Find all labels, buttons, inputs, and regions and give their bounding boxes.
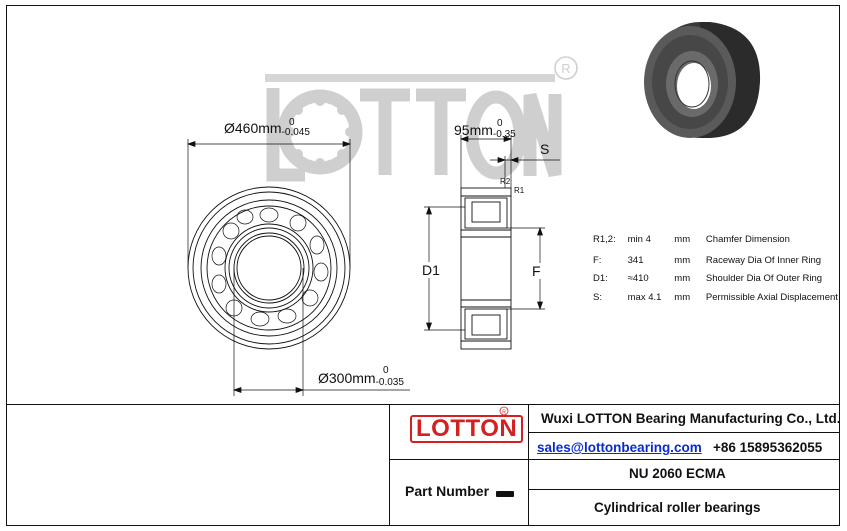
spec-unit: mm — [674, 292, 691, 303]
sheet-border — [6, 5, 840, 526]
width-upper-tol: 0 — [497, 118, 503, 129]
spec-description: Chamfer Dimension — [705, 234, 790, 245]
bearing-3d-render — [644, 22, 761, 138]
f-label: F — [532, 263, 541, 279]
spec-description: Raceway Dia Of Inner Ring — [705, 255, 822, 266]
front-view — [187, 186, 351, 350]
spec-row: S: max 4.1 mm Permissible Axial Displace… — [593, 292, 838, 303]
spec-value: 341 — [627, 255, 644, 266]
width-value: 95mm — [454, 122, 493, 138]
spec-description: Permissible Axial Displacement — [705, 292, 838, 303]
spec-symbol: S: — [593, 292, 602, 303]
spec-value: ≈410 — [627, 273, 649, 284]
r2-label: R2 — [500, 177, 511, 186]
title-block-grid — [389, 405, 840, 525]
spec-unit: mm — [674, 234, 691, 245]
logo-text: LOTTON — [410, 415, 524, 443]
part-number-subscript-icon — [496, 491, 514, 497]
front-dimension-lines — [186, 139, 410, 396]
svg-text:R: R — [502, 410, 506, 416]
bore-diameter-value: Ø300mm — [318, 370, 376, 386]
outer-diameter-lower-tol: -0.045 — [281, 127, 310, 138]
spec-unit: mm — [674, 255, 691, 266]
spec-row: F: 341 mm Raceway Dia Of Inner Ring — [593, 255, 821, 266]
s-label: S — [540, 141, 550, 157]
spec-symbol: D1: — [593, 273, 608, 284]
outer-diameter-upper-tol: 0 — [289, 117, 295, 128]
spec-row: D1: ≈410 mm Shoulder Dia Of Outer Ring — [593, 273, 822, 284]
bearing-type: Cylindrical roller bearings — [594, 500, 761, 515]
spec-symbol: F: — [593, 255, 602, 266]
bore-diameter-upper-tol: 0 — [383, 365, 389, 376]
width-lower-tol: -0.35 — [492, 129, 516, 140]
spec-value: max 4.1 — [627, 292, 662, 303]
spec-value: min 4 — [627, 234, 651, 245]
bore-diameter-label: Ø300mm-0.035 — [318, 370, 404, 388]
outer-diameter-value: Ø460mm — [224, 120, 282, 136]
phone-number: +86 15895362055 — [713, 440, 823, 455]
email-link[interactable]: sales@lottonbearing.com — [537, 440, 702, 455]
r1-label: R1 — [514, 186, 525, 195]
outer-diameter-label: Ø460mm-0.045 — [224, 120, 310, 138]
section-view — [460, 187, 512, 350]
spec-symbol: R1,2: — [593, 234, 616, 245]
svg-text:R: R — [561, 61, 570, 76]
spec-description: Shoulder Dia Of Outer Ring — [705, 273, 823, 284]
part-number-value: NU 2060 ECMA — [629, 466, 726, 481]
company-name: Wuxi LOTTON Bearing Manufacturing Co., L… — [541, 411, 841, 426]
d1-label: D1 — [422, 262, 440, 278]
bore-diameter-lower-tol: -0.035 — [375, 377, 404, 388]
watermark-logo: R — [265, 56, 578, 182]
part-number-label: Part Number — [405, 483, 490, 499]
spec-row: R1,2: min 4 mm Chamfer Dimension — [593, 234, 790, 245]
width-label: 95mm-0.35 — [454, 122, 516, 140]
spec-unit: mm — [674, 273, 691, 284]
